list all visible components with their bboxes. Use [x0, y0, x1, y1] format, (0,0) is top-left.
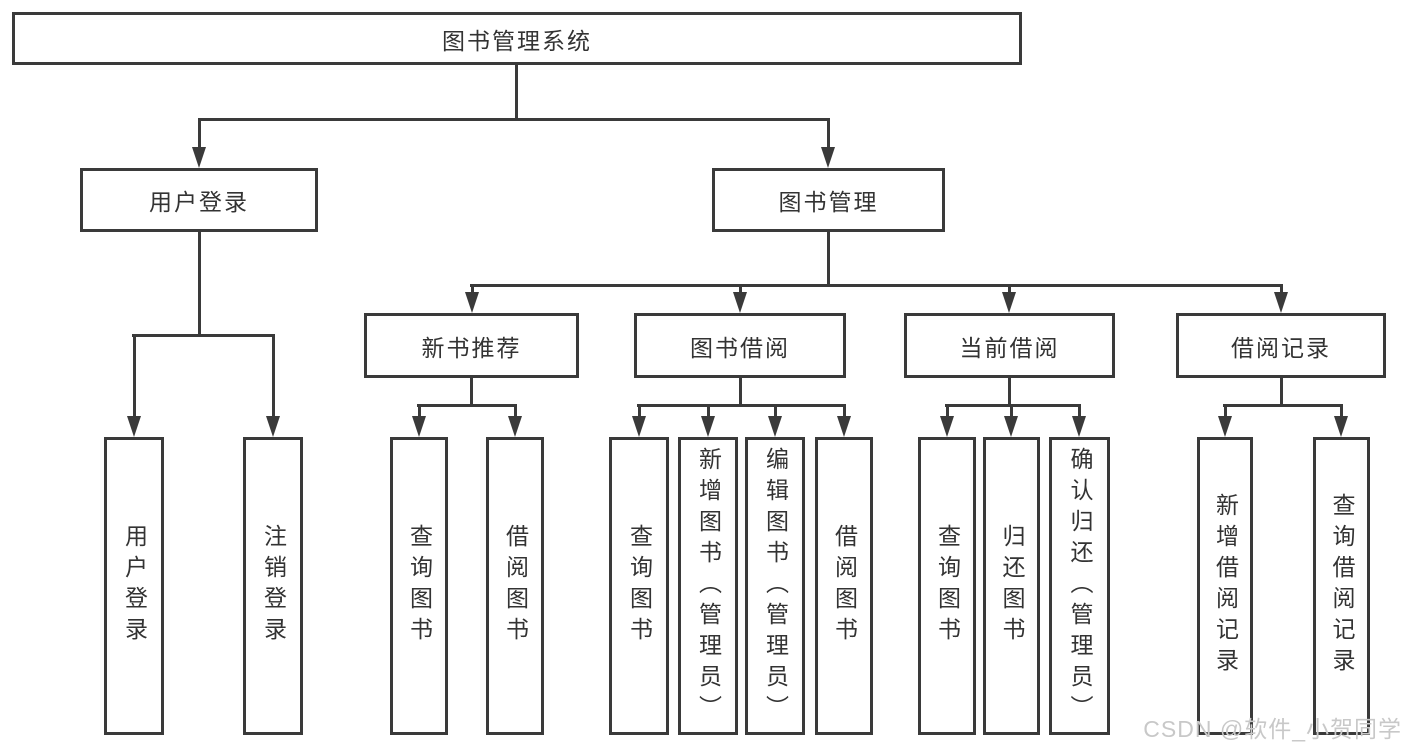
arrow-currentborrow-leaf-3 [1072, 404, 1086, 437]
connector-bookborrow-hline [637, 404, 846, 407]
leaf-borrow-borrow-label: 借阅图书 [831, 524, 858, 648]
leaf-borrow-edit: 编辑图书（管理员） [745, 437, 805, 735]
leaf-record-add-label: 新增借阅记录 [1212, 493, 1239, 679]
arrow-to-leaf-user-login [127, 334, 141, 437]
node-root: 图书管理系统 [12, 12, 1022, 65]
leaf-user-login: 用户登录 [104, 437, 164, 735]
arrow-bookborrow-leaf-1 [632, 404, 646, 437]
watermark: CSDN @软件_小贺同学 [1143, 716, 1402, 742]
leaf-record-query-label: 查询借阅记录 [1329, 493, 1355, 679]
arrow-to-user-login [192, 118, 206, 168]
connector-userlogin-stub [198, 232, 201, 336]
leaf-borrow-add-label: 新增图书（管理员） [695, 446, 722, 726]
leaf-newbook-borrow: 借阅图书 [486, 437, 544, 735]
node-user-login: 用户登录 [80, 168, 318, 232]
arrow-to-leaf-logout [266, 334, 280, 437]
arrow-borrowrecord-leaf-1 [1218, 404, 1232, 437]
arrow-borrowrecord-leaf-2 [1334, 404, 1348, 437]
arrow-to-current-borrow [1002, 284, 1016, 313]
node-book-borrow: 图书借阅 [634, 313, 846, 378]
leaf-record-query: 查询借阅记录 [1313, 437, 1370, 735]
connector-currentborrow-stub [1008, 378, 1011, 406]
node-borrow-record-label: 借阅记录 [1231, 334, 1331, 361]
node-book-mgmt: 图书管理 [712, 168, 945, 232]
leaf-record-add: 新增借阅记录 [1197, 437, 1253, 735]
connector-bookmgmt-hline [470, 284, 1283, 287]
leaf-borrow-query-label: 查询图书 [626, 524, 653, 648]
arrow-currentborrow-leaf-2 [1004, 404, 1018, 437]
leaf-borrow-add: 新增图书（管理员） [678, 437, 738, 735]
connector-root-stub [515, 65, 518, 120]
connector-borrowrecord-hline [1223, 404, 1343, 407]
arrow-newbook-leaf-2 [508, 404, 522, 437]
node-current-borrow-label: 当前借阅 [959, 334, 1060, 361]
leaf-newbook-borrow-label: 借阅图书 [502, 524, 529, 648]
arrow-to-book-mgmt [821, 118, 835, 168]
node-book-mgmt-label: 图书管理 [778, 189, 879, 215]
leaf-borrow-edit-label: 编辑图书（管理员） [762, 446, 789, 726]
arrow-to-new-book [465, 284, 479, 313]
leaf-current-confirm-label: 确认归还（管理员） [1067, 446, 1093, 726]
connector-root-hline [198, 118, 830, 121]
leaf-current-confirm: 确认归还（管理员） [1049, 437, 1110, 735]
node-user-login-label: 用户登录 [149, 189, 249, 215]
connector-newbook-hline [417, 404, 517, 407]
leaf-current-return: 归还图书 [983, 437, 1040, 735]
leaf-current-query-label: 查询图书 [934, 524, 961, 648]
connector-bookmgmt-stub [827, 232, 830, 286]
arrow-bookborrow-leaf-3 [768, 404, 782, 437]
leaf-logout: 注销登录 [243, 437, 303, 735]
connector-bookborrow-stub [739, 378, 742, 406]
leaf-newbook-query: 查询图书 [390, 437, 448, 735]
leaf-borrow-borrow: 借阅图书 [815, 437, 873, 735]
leaf-current-query: 查询图书 [918, 437, 976, 735]
node-root-label: 图书管理系统 [442, 27, 592, 54]
arrow-bookborrow-leaf-2 [701, 404, 715, 437]
leaf-user-login-label: 用户登录 [121, 524, 148, 648]
arrow-currentborrow-leaf-1 [940, 404, 954, 437]
leaf-newbook-query-label: 查询图书 [406, 524, 433, 648]
leaf-borrow-query: 查询图书 [609, 437, 669, 735]
connector-borrowrecord-stub [1280, 378, 1283, 406]
arrow-to-book-borrow [733, 284, 747, 313]
arrow-bookborrow-leaf-4 [837, 404, 851, 437]
leaf-logout-label: 注销登录 [260, 524, 287, 648]
node-borrow-record: 借阅记录 [1176, 313, 1386, 378]
connector-userlogin-hline [132, 334, 275, 337]
node-current-borrow: 当前借阅 [904, 313, 1115, 378]
node-new-book-label: 新书推荐 [421, 334, 522, 361]
node-new-book: 新书推荐 [364, 313, 579, 378]
arrow-newbook-leaf-1 [412, 404, 426, 437]
leaf-current-return-label: 归还图书 [999, 524, 1025, 648]
connector-currentborrow-hline [945, 404, 1081, 407]
connector-newbook-stub [470, 378, 473, 406]
arrow-to-borrow-record [1274, 284, 1288, 313]
node-book-borrow-label: 图书借阅 [690, 334, 790, 361]
